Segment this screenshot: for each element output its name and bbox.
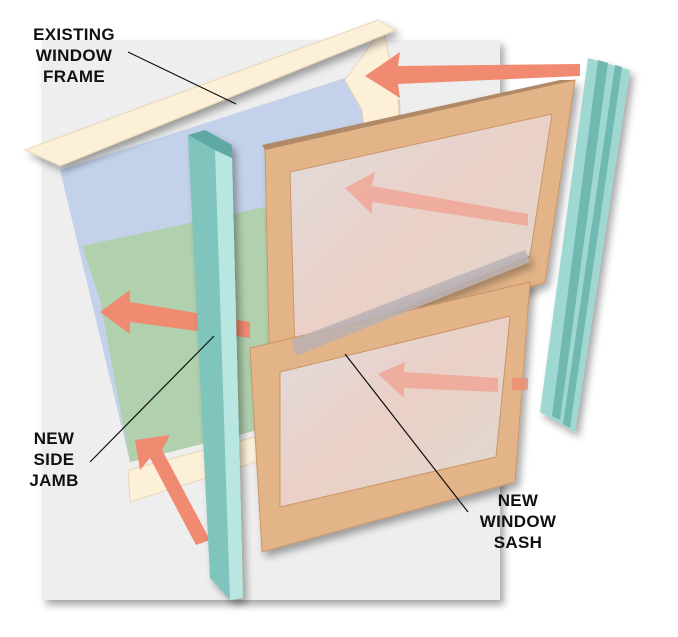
- new-side-jamb-right: [540, 58, 630, 432]
- arrow-icon: [365, 52, 580, 98]
- label-existing-window-frame: EXISTING WINDOW FRAME: [14, 24, 134, 87]
- label-line: JAMB: [29, 471, 79, 490]
- leader-lines: [89, 51, 469, 513]
- label-line: NEW: [33, 429, 75, 448]
- label-line: EXISTING: [33, 25, 115, 44]
- label-line: FRAME: [43, 67, 105, 86]
- label-line: SASH: [493, 533, 543, 552]
- new-side-jamb-left: [188, 130, 243, 600]
- label-line: SIDE: [33, 450, 75, 469]
- arrow-icon: [345, 172, 528, 398]
- label-line: WINDOW: [479, 512, 557, 531]
- label-new-window-sash: NEW WINDOW SASH: [458, 490, 578, 553]
- new-window-sash-lower: [249, 250, 531, 553]
- new-window-sash-upper: [262, 79, 576, 389]
- label-line: NEW: [497, 491, 539, 510]
- label-new-side-jamb: NEW SIDE JAMB: [14, 428, 94, 491]
- label-line: WINDOW: [35, 46, 113, 65]
